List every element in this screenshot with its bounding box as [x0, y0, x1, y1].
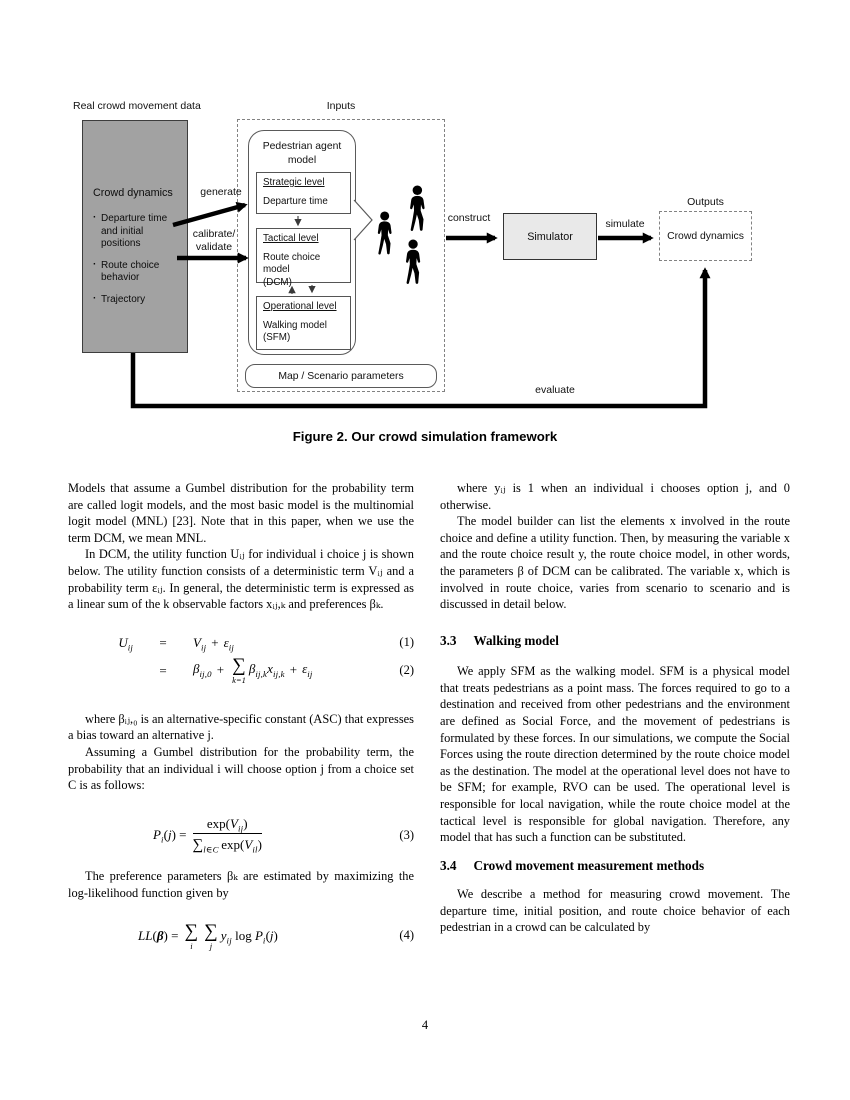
simulator-label: Simulator — [527, 230, 573, 243]
equation-1: Uij = Vij+εij (1) — [118, 634, 414, 653]
paragraph: The preference parameters βₖ are estimat… — [68, 869, 414, 900]
paragraph: We describe a method for measuring crowd… — [440, 887, 790, 935]
simulate-label: simulate — [605, 218, 645, 230]
agent-model-title: Pedestrian agent model — [262, 141, 342, 167]
section-title: Walking model — [473, 632, 559, 648]
crowd-dynamics-title: Crowd dynamics — [93, 187, 173, 199]
calibrate-label: calibrate/ validate — [185, 228, 243, 254]
figure-caption: Figure 2. Our crowd simulation framework — [292, 429, 558, 444]
output-box-label: Crowd dynamics — [667, 230, 744, 242]
paragraph: where yᵢⱼ is 1 when an individual i choo… — [440, 481, 790, 512]
output-crowd-dynamics-box: Crowd dynamics — [659, 211, 752, 261]
equation-number: (1) — [399, 635, 414, 650]
strategic-level-box: Strategic level Departure time — [256, 172, 351, 214]
section-number: 3.3 — [440, 632, 457, 648]
calibrate-line1: calibrate/ — [192, 228, 236, 240]
equation-3: Pi(j) = exp(Vij) ∑l∈C exp(Vil) (3) — [153, 815, 414, 855]
paragraph: We apply SFM as the walking model. SFM i… — [440, 664, 790, 845]
operational-line1: Walking model — [263, 320, 327, 332]
page-number: 4 — [421, 1018, 429, 1032]
strategic-line1: Departure time — [263, 196, 328, 208]
paragraph: Assuming a Gumbel distribution for the p… — [68, 745, 414, 793]
left-column: Models that assume a Gumbel distribution… — [68, 480, 414, 950]
framework-figure: Real crowd movement data Inputs Outputs … — [65, 98, 785, 420]
equation-4: LL(β) = ∑i ∑j yij log Pi(j) (4) — [138, 920, 414, 951]
evaluate-label: evaluate — [535, 384, 575, 396]
section-title: Crowd movement measurement methods — [473, 857, 705, 873]
tactical-line2: (DCM) — [263, 276, 292, 288]
section-number: 3.4 — [440, 857, 457, 873]
right-column: where yᵢⱼ is 1 when an individual i choo… — [440, 480, 790, 936]
map-scenario-label: Map / Scenario parameters — [278, 370, 404, 382]
equation-number: (2) — [399, 663, 414, 678]
paragraph: The model builder can list the elements … — [440, 514, 790, 612]
bullet-route-choice: Route choice behavior — [93, 259, 180, 285]
real-data-label: Real crowd movement data — [73, 100, 201, 112]
paragraph: Models that assume a Gumbel distribution… — [68, 481, 414, 545]
operational-heading: Operational level — [263, 301, 337, 312]
bullet-trajectory: Trajectory — [93, 293, 180, 307]
equation-number: (3) — [399, 827, 414, 842]
equation-number: (4) — [399, 928, 414, 943]
operational-line2: (SFM) — [263, 332, 291, 344]
outputs-label: Outputs — [687, 196, 724, 208]
inputs-label: Inputs — [326, 100, 356, 112]
map-scenario-box: Map / Scenario parameters — [245, 364, 437, 388]
paragraph: where βᵢⱼ,₀ is an alternative-specific c… — [68, 711, 414, 743]
tactical-heading: Tactical level — [263, 233, 319, 244]
operational-level-box: Operational level Walking model (SFM) — [256, 296, 351, 350]
paragraph: In DCM, the utility function Uᵢⱼ for ind… — [68, 547, 414, 612]
calibrate-line2: validate — [195, 241, 233, 254]
strategic-heading: Strategic level — [263, 177, 325, 188]
construct-label: construct — [447, 212, 491, 224]
tactical-line1: Route choice model — [263, 252, 321, 276]
tactical-level-box: Tactical level Route choice model (DCM) — [256, 228, 351, 288]
bullet-departure-time: Departure time and initial positions — [93, 212, 180, 251]
generate-label: generate — [200, 186, 242, 198]
real-crowd-data-box: Crowd dynamics Departure time and initia… — [82, 120, 188, 353]
section-heading-walking-model: 3.3 Walking model — [440, 633, 790, 650]
simulator-box: Simulator — [503, 213, 597, 260]
section-heading-measurement-methods: 3.4 Crowd movement measurement methods — [440, 858, 790, 875]
